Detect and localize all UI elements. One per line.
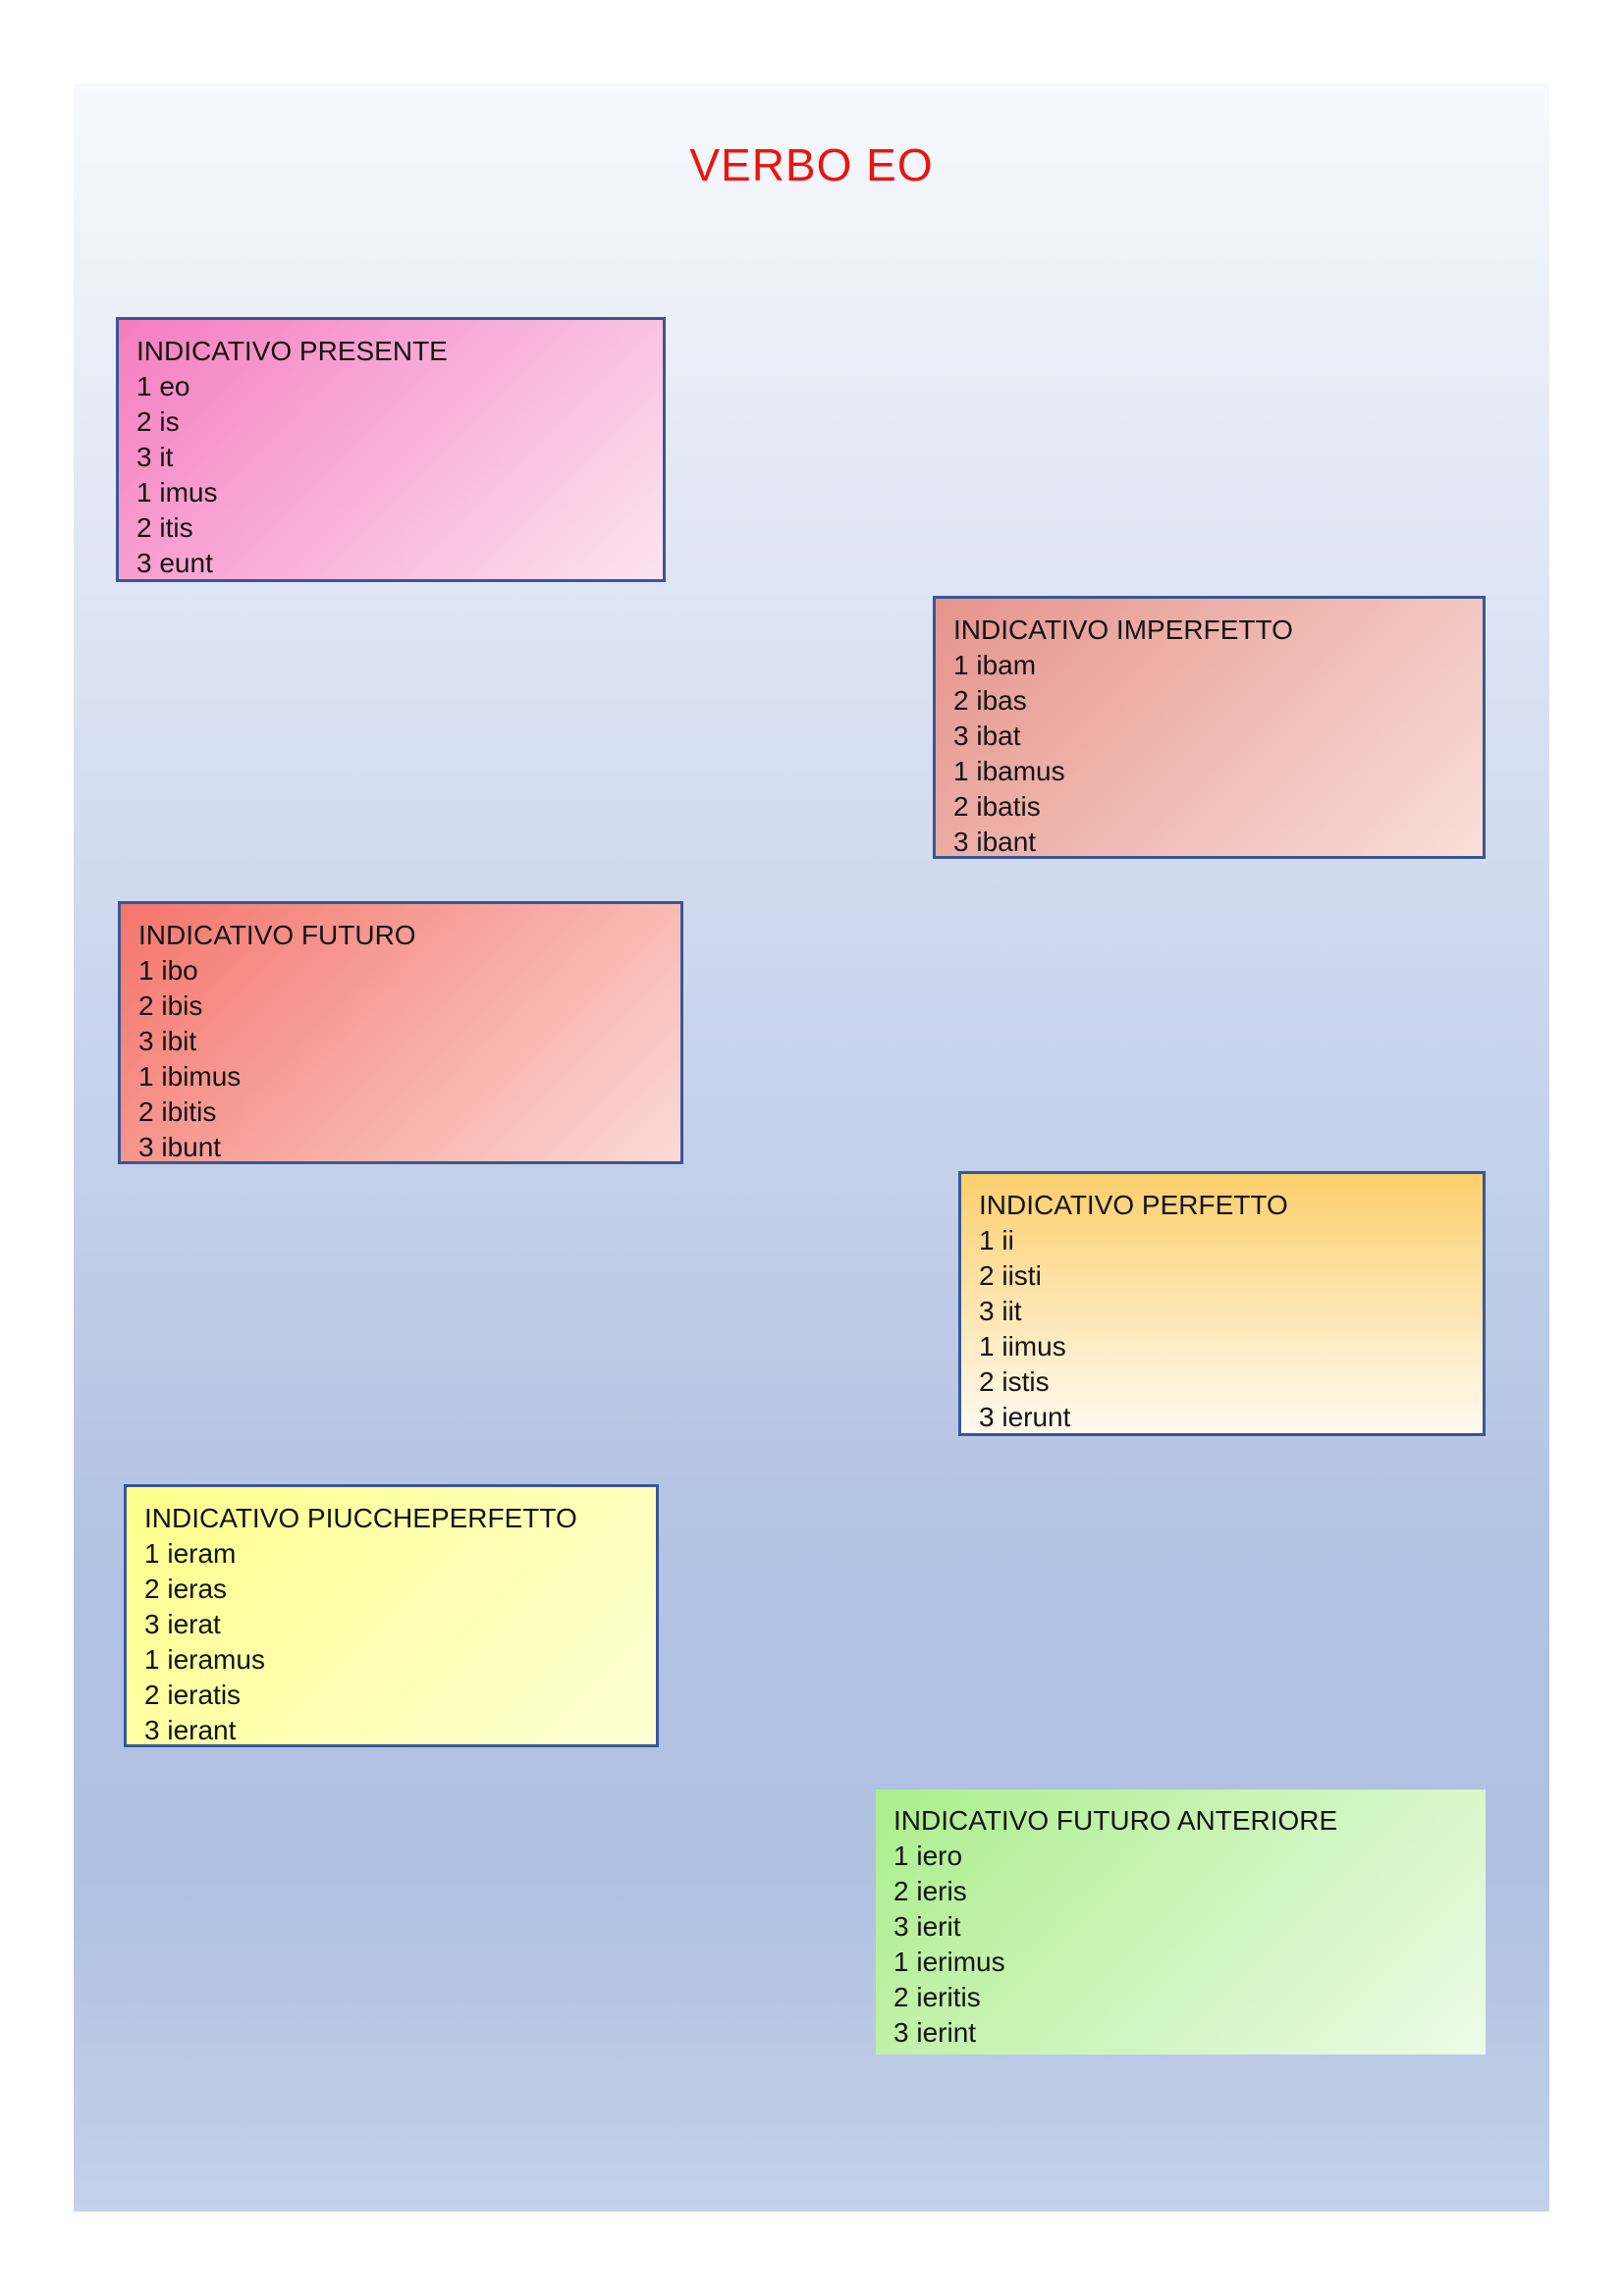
box-indicativo-imperfetto: INDICATIVO IMPERFETTO 1 ibam 2 ibas 3 ibat… bbox=[933, 596, 1486, 859]
conjugation-line: 1 ibo bbox=[138, 955, 198, 986]
conjugation-line: 3 ierant bbox=[144, 1715, 237, 1745]
conjugation-line: 3 ierint bbox=[893, 2017, 977, 2048]
conjugation-line: 1 ibam bbox=[953, 650, 1037, 680]
conjugation-line: 3 ibat bbox=[953, 721, 1021, 751]
conjugation-line: 2 ieratis bbox=[144, 1680, 242, 1710]
conjugation-line: 1 iimus bbox=[979, 1331, 1066, 1362]
conjugation-line: 1 ieramus bbox=[144, 1644, 265, 1675]
slide-background: VERBO EO INDICATIVO PRESENTE 1 eo 2 is 3 i… bbox=[74, 83, 1549, 2212]
conjugation-line: 1 ibimus bbox=[138, 1061, 242, 1092]
conjugation-lines: 1 eo 2 is 3 it 1 imus 2 itis 3 eunt bbox=[136, 369, 643, 581]
conjugation-line: 3 ierit bbox=[893, 1911, 961, 1942]
conjugation-line: 3 ierunt bbox=[979, 1402, 1071, 1432]
conjugation-line: 2 ieris bbox=[893, 1876, 967, 1906]
box-title: INDICATIVO PIUCCHEPERFETTO bbox=[144, 1503, 577, 1533]
conjugation-line: 3 iit bbox=[979, 1296, 1022, 1326]
box-indicativo-futuro-anteriore: INDICATIVO FUTURO ANTERIORE 1 iero 2 ieri… bbox=[876, 1789, 1486, 2055]
box-title: INDICATIVO PERFETTO bbox=[979, 1190, 1288, 1220]
conjugation-line: 3 ibant bbox=[953, 827, 1037, 857]
conjugation-lines: 1 ibo 2 ibis 3 ibit 1 ibimus 2 ibitis 3 ibunt bbox=[138, 953, 661, 1165]
conjugation-line: 1 ibamus bbox=[953, 756, 1065, 786]
conjugation-line: 3 eunt bbox=[136, 548, 213, 578]
box-title: INDICATIVO PRESENTE bbox=[136, 336, 448, 366]
conjugation-line: 2 ibas bbox=[953, 685, 1027, 716]
conjugation-line: 2 iisti bbox=[979, 1260, 1042, 1291]
conjugation-line: 2 ieras bbox=[144, 1574, 228, 1604]
conjugation-line: 1 ierimus bbox=[893, 1947, 1005, 1977]
box-title: INDICATIVO FUTURO bbox=[138, 920, 416, 950]
conjugation-line: 2 itis bbox=[136, 512, 193, 543]
conjugation-line: 1 imus bbox=[136, 477, 218, 507]
conjugation-line: 1 ieram bbox=[144, 1538, 237, 1569]
box-indicativo-piuccheperfetto: INDICATIVO PIUCCHEPERFETTO 1 ieram 2 iera… bbox=[124, 1484, 659, 1747]
box-title: INDICATIVO FUTURO ANTERIORE bbox=[893, 1805, 1338, 1836]
conjugation-lines: 1 ibam 2 ibas 3 ibat 1 ibamus 2 ibatis 3 iban… bbox=[953, 648, 1463, 860]
conjugation-line: 1 iero bbox=[893, 1841, 963, 1871]
conjugation-line: 2 ibatis bbox=[953, 791, 1041, 822]
conjugation-line: 2 ieritis bbox=[893, 1982, 981, 2012]
conjugation-line: 2 ibis bbox=[138, 990, 203, 1021]
conjugation-line: 3 ibunt bbox=[138, 1132, 222, 1162]
conjugation-line: 2 ibitis bbox=[138, 1096, 217, 1127]
conjugation-line: 1 ii bbox=[979, 1225, 1014, 1255]
conjugation-line: 1 eo bbox=[136, 371, 190, 401]
page-title: VERBO EO bbox=[689, 139, 934, 190]
box-indicativo-futuro: INDICATIVO FUTURO 1 ibo 2 ibis 3 ibit 1 ibi… bbox=[118, 901, 683, 1164]
conjugation-line: 3 it bbox=[136, 442, 174, 472]
conjugation-lines: 1 iero 2 ieris 3 ierit 1 ierimus 2 ieritis 3 … bbox=[893, 1839, 1466, 2051]
conjugation-line: 3 ibit bbox=[138, 1026, 197, 1056]
conjugation-lines: 1 ii 2 iisti 3 iit 1 iimus 2 istis 3 ierunt bbox=[979, 1223, 1463, 1435]
box-title: INDICATIVO IMPERFETTO bbox=[953, 614, 1293, 645]
conjugation-line: 3 ierat bbox=[144, 1609, 221, 1639]
conjugation-line: 2 is bbox=[136, 406, 180, 437]
conjugation-lines: 1 ieram 2 ieras 3 ierat 1 ieramus 2 ieratis 3… bbox=[144, 1536, 636, 1748]
conjugation-line: 2 istis bbox=[979, 1366, 1050, 1397]
box-indicativo-presente: INDICATIVO PRESENTE 1 eo 2 is 3 it 1 imus 2 … bbox=[116, 317, 666, 582]
